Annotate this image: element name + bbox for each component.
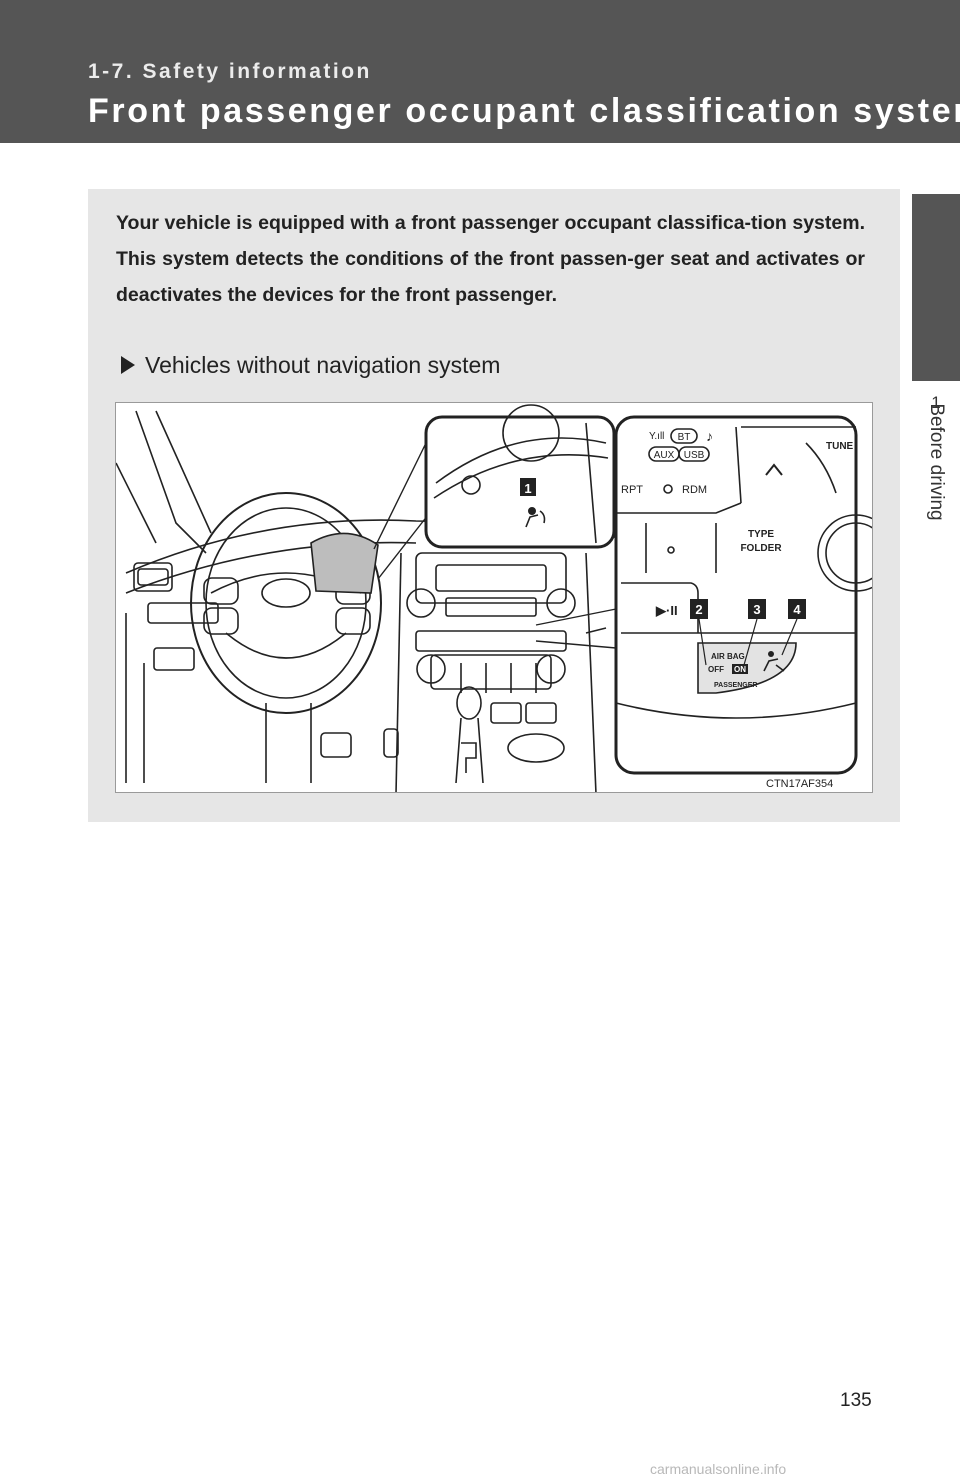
- page-number: 135: [840, 1390, 872, 1411]
- dashboard-drawing: 1 Y.ıll BT ♪ AUX USB RPT RDM TUNE TYPE F…: [116, 404, 872, 792]
- callout-2: 2: [695, 602, 702, 617]
- aux-label: AUX: [654, 450, 675, 461]
- on-label: ON: [734, 665, 746, 674]
- air-bag-label: AIR BAG: [711, 652, 745, 661]
- callout-3: 3: [753, 602, 760, 617]
- svg-text:Y.ıll: Y.ıll: [649, 431, 664, 442]
- intro-paragraph: Your vehicle is equipped with a front pa…: [116, 212, 865, 306]
- header-bar: [0, 0, 960, 143]
- rdm-label: RDM: [682, 484, 707, 496]
- bullet-heading: Vehicles without navigation system: [121, 352, 500, 379]
- bullet-text: Vehicles without navigation system: [145, 352, 501, 378]
- page-title: Front passenger occupant classification …: [88, 92, 960, 130]
- usb-label: USB: [684, 450, 705, 461]
- callout-4: 4: [793, 602, 801, 617]
- chapter-tab: [912, 194, 960, 381]
- callout-1: 1: [524, 481, 531, 496]
- svg-text:♪: ♪: [706, 428, 713, 444]
- triangle-bullet-icon: [121, 356, 135, 374]
- off-label: OFF: [708, 665, 724, 674]
- svg-text:▶·II: ▶·II: [655, 603, 678, 618]
- figure-code: CTN17AF354: [766, 778, 834, 790]
- dashboard-illustration: 1 Y.ıll BT ♪ AUX USB RPT RDM TUNE TYPE F…: [115, 402, 873, 793]
- watermark: carmanualsonline.info: [650, 1461, 787, 1477]
- tune-label: TUNE: [826, 441, 854, 452]
- rpt-label: RPT: [621, 484, 643, 496]
- section-heading: 1-7. Safety information: [88, 60, 372, 83]
- chapter-number: 1: [931, 393, 941, 412]
- bt-label: BT: [678, 432, 691, 443]
- folder-label: FOLDER: [740, 543, 782, 554]
- type-label: TYPE: [748, 529, 774, 540]
- passenger-label: PASSENGER: [714, 682, 757, 689]
- chapter-label: Before driving: [926, 403, 947, 521]
